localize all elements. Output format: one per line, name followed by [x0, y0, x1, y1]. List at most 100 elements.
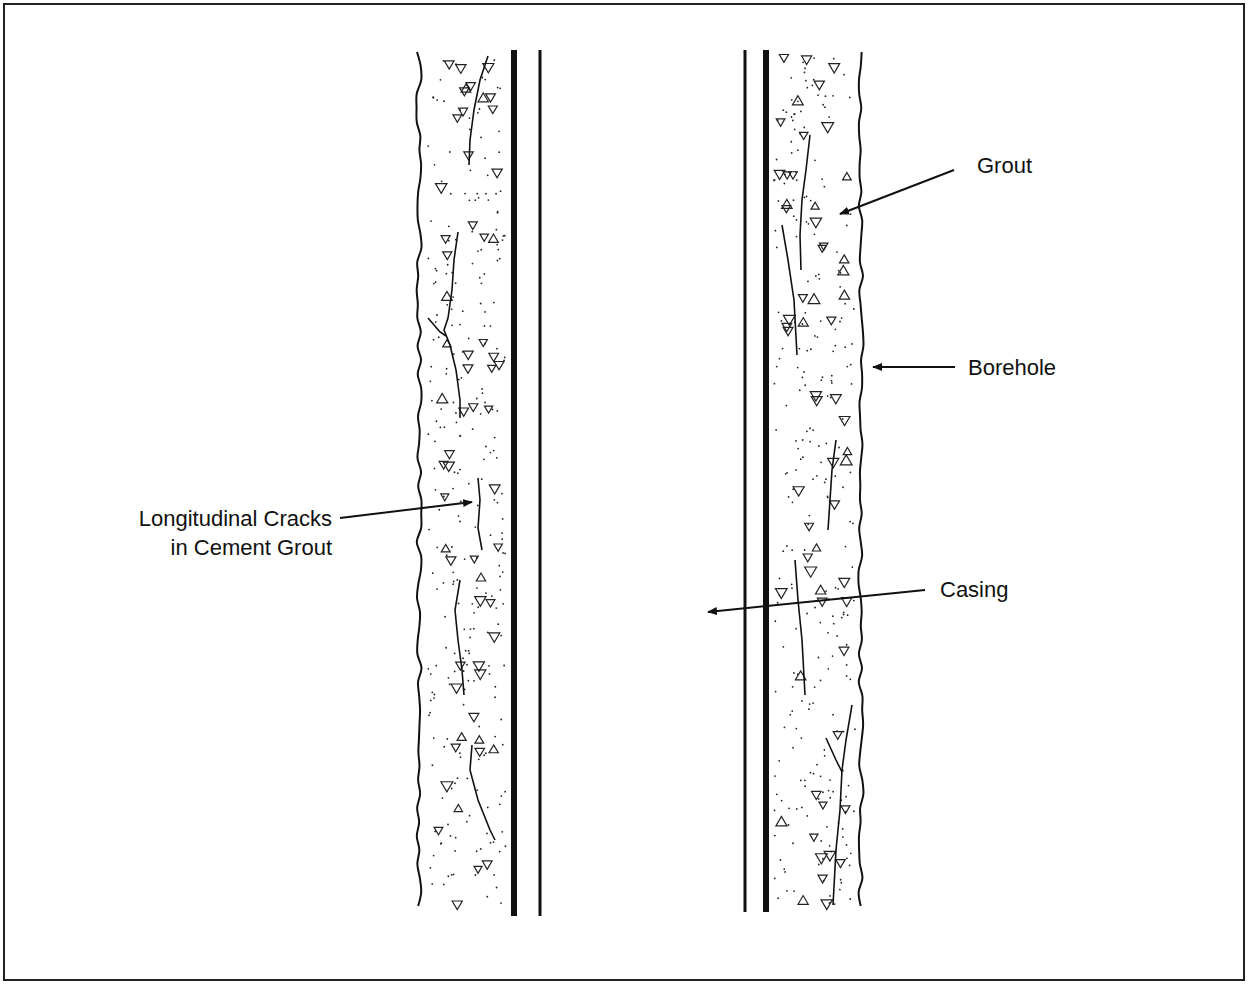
grout-dot: [777, 897, 779, 899]
aggregate-triangle: [811, 397, 822, 406]
grout-dot: [497, 87, 499, 89]
grout-dot: [481, 282, 483, 284]
grout-dot: [504, 791, 506, 793]
grout-dot: [829, 895, 831, 897]
grout-dot: [806, 87, 808, 89]
grout-dot: [463, 704, 465, 706]
grout-dot: [451, 546, 453, 548]
grout-dot: [780, 320, 782, 322]
grout-dot: [487, 199, 489, 201]
grout-dot: [435, 281, 437, 283]
grout-dot: [783, 868, 785, 870]
grout-dot: [775, 691, 777, 693]
grout-dot: [454, 671, 456, 673]
grout-dot: [846, 366, 848, 368]
grout-dot: [821, 178, 823, 180]
grout-dot: [843, 611, 845, 613]
grout-dot: [485, 193, 487, 195]
grout-dot: [500, 795, 502, 797]
grout-dot: [792, 686, 794, 688]
grout-dot: [465, 650, 467, 652]
aggregate-triangle: [839, 417, 850, 426]
grout-dot: [829, 779, 831, 781]
borehole-wall: [416, 52, 421, 906]
grout-dot: [497, 211, 499, 213]
grout-dot: [833, 58, 835, 60]
grout-dot: [811, 84, 813, 86]
grout-dot: [825, 443, 827, 445]
grout-dot: [804, 196, 806, 198]
grout-dot: [484, 325, 486, 327]
grout-dot: [442, 797, 444, 799]
grout-dot: [848, 785, 850, 787]
grout-dot: [484, 311, 486, 313]
grout-dot: [776, 793, 778, 795]
grout-dot: [459, 435, 461, 437]
grout-dot: [806, 350, 808, 352]
grout-dot: [812, 478, 814, 480]
grout-dot: [452, 296, 454, 298]
grout-dot: [496, 457, 498, 459]
grout-dot: [468, 483, 470, 485]
grout-dot: [447, 264, 449, 266]
grout-dot: [494, 696, 496, 698]
aggregate-triangle: [454, 804, 462, 811]
grout-dot: [797, 100, 799, 102]
aggregate-triangle: [469, 404, 478, 412]
grout-dot: [483, 754, 485, 756]
grout-dot: [443, 426, 445, 428]
aggregate-triangle: [494, 544, 503, 551]
grout-dot: [436, 588, 438, 590]
grout-dot: [459, 521, 461, 523]
grout-dot: [434, 694, 436, 696]
aggregate-triangle: [838, 265, 849, 274]
aggregate-triangle: [836, 860, 845, 868]
grout-dot: [476, 789, 478, 791]
grout-dot: [464, 193, 466, 195]
grout-dot: [464, 558, 466, 560]
grout-dot: [428, 714, 430, 716]
grout-dot: [806, 815, 808, 817]
grout-dot: [451, 324, 453, 326]
aggregate-triangle: [812, 544, 820, 551]
grout-dot: [488, 665, 490, 667]
aggregate-triangle: [814, 81, 824, 90]
grout-dot: [505, 845, 507, 847]
grout-dot: [808, 708, 810, 710]
grout-dot: [796, 236, 798, 238]
aggregate-triangle: [775, 589, 787, 599]
grout-dot: [500, 902, 502, 904]
grout-dot: [835, 328, 837, 330]
grout-dot: [446, 554, 448, 556]
grout-dot: [431, 692, 433, 694]
grout-dot: [460, 501, 462, 503]
aggregate-triangle: [475, 736, 484, 744]
aggregate-triangle: [444, 61, 454, 69]
grout-dot: [462, 657, 464, 659]
grout-dot: [849, 97, 851, 99]
aggregate-triangle: [803, 554, 812, 562]
grout-dot: [849, 864, 851, 866]
grout-dot: [786, 890, 788, 892]
aggregate-triangle: [470, 556, 478, 563]
grout-dot: [501, 831, 503, 833]
grout-dot: [853, 600, 855, 602]
aggregate-triangle: [445, 451, 454, 459]
grout-dot: [496, 244, 498, 246]
grout-dot: [808, 223, 810, 225]
grout-dot: [789, 714, 791, 716]
grout-dot: [795, 469, 797, 471]
grout-dot: [480, 303, 482, 305]
grout-dot: [774, 230, 776, 232]
grout-dot: [468, 650, 470, 652]
grout-dot: [483, 458, 485, 460]
grout-dot: [453, 402, 455, 404]
grout-dot: [818, 278, 820, 280]
grout-dot: [466, 664, 468, 666]
grout-dot: [800, 458, 802, 460]
aggregate-triangle: [841, 806, 850, 814]
grout-dot: [431, 400, 433, 402]
grout-dot: [474, 526, 476, 528]
grout-dot: [433, 697, 435, 699]
grout-dot: [504, 553, 506, 555]
